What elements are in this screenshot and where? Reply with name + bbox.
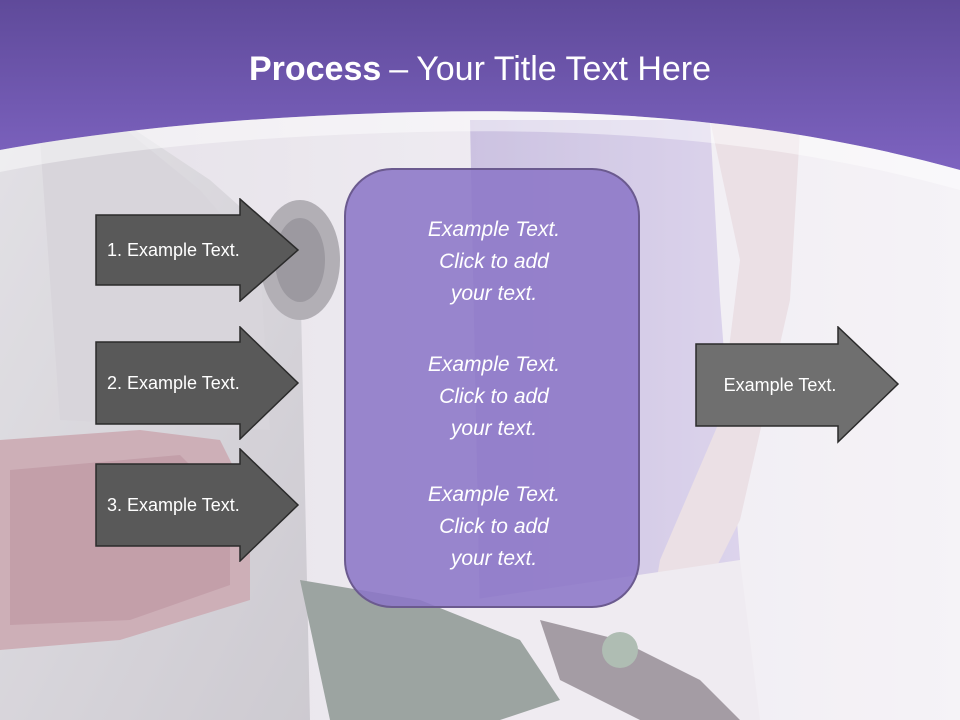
result-arrow[interactable]: Example Text. [695, 325, 900, 444]
center-text-block-1: Example Text. Click to add your text. [346, 214, 642, 310]
step-label-3: 3. Example Text. [107, 494, 240, 515]
block-line: Example Text. [427, 353, 561, 376]
step-arrow-3[interactable]: 3. Example Text. [95, 447, 300, 563]
center-text-block-3: Example Text. Click to add your text. [346, 479, 642, 575]
title-band [0, 0, 960, 190]
block-line: your text. [450, 282, 538, 305]
block-line: Click to add [439, 385, 549, 408]
title-dash: – [389, 50, 409, 88]
arrow-shape [695, 325, 900, 444]
step-label-2: 2. Example Text. [107, 372, 240, 393]
step-arrow-2[interactable]: 2. Example Text. [95, 325, 300, 441]
title-text: Your Title Text Here [416, 50, 712, 88]
center-text-block-2: Example Text. Click to add your text. [346, 349, 642, 445]
step-label-1: 1. Example Text. [107, 239, 240, 260]
block-line: your text. [450, 547, 538, 570]
arrow-shape [95, 325, 300, 441]
arrow-shape [95, 197, 300, 303]
center-text-box[interactable]: Example Text. Click to add your text. Ex… [344, 168, 640, 608]
block-line: Click to add [439, 515, 549, 538]
block-line: Click to add [439, 250, 549, 273]
slide-title: Process–Your Title Text Here [0, 50, 960, 89]
result-label: Example Text. [723, 374, 837, 395]
block-line: Example Text. [427, 483, 561, 506]
arrow-shape [95, 447, 300, 563]
step-arrow-1[interactable]: 1. Example Text. [95, 197, 300, 303]
title-strong: Process [248, 50, 382, 88]
block-line: your text. [450, 417, 538, 440]
block-line: Example Text. [427, 218, 561, 241]
